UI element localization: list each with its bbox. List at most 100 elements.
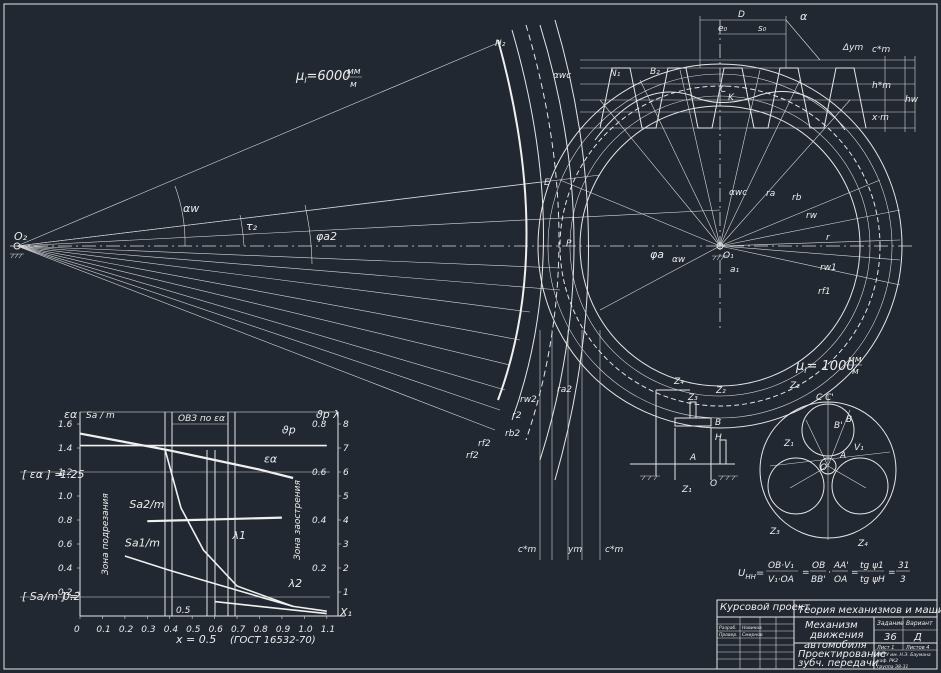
ratio-formula: UHH= OB·V₁ V₁·OA = OB BB' · AA' OA = tg … <box>738 561 910 585</box>
label-p: P <box>566 239 572 249</box>
label-alpha-w1: αw <box>672 255 686 265</box>
y-tick-label: 1.6 <box>58 420 73 430</box>
label-cm-bottom2: c*m <box>605 545 623 555</box>
label-rw: rw <box>806 211 818 221</box>
y-tick-label: 1.0 <box>58 492 73 502</box>
pl-b: B <box>846 415 852 425</box>
series-line <box>147 516 282 523</box>
pl-a: A <box>839 451 846 461</box>
label-cm-top: c*m <box>872 45 890 55</box>
sam-bracket-label: [ Sa/m ] = <box>22 590 78 603</box>
tb-variant: Д <box>913 632 922 643</box>
chart-x-axis-title: X₁ <box>339 606 352 619</box>
tb-sheet-title1: Проектирование <box>798 649 886 660</box>
series-label: Sa2/m <box>129 498 164 511</box>
y-right-inner-tick-label: 1 <box>343 588 349 598</box>
y-right-tick-label: 0.4 <box>312 516 327 526</box>
label-a1: a₁ <box>730 265 740 275</box>
label-phi-a2: φa2 <box>316 230 337 243</box>
x-tick-label: 0.3 <box>141 625 156 635</box>
pl-z3: Z₃ <box>769 527 780 537</box>
label-alpha-w: αw <box>183 202 199 215</box>
series-line <box>214 600 327 615</box>
label-alpha-wc: αwc <box>729 188 747 198</box>
mech-a: A <box>689 453 696 463</box>
x-chosen-tick: 0.5 <box>176 606 191 616</box>
arc-phi-a2 <box>304 204 313 265</box>
formula-f3-den: OA <box>834 575 847 585</box>
label-phi-a1: φa <box>650 248 664 261</box>
y-tick-label: 0.8 <box>58 516 73 526</box>
chart-left-axis-title2: Sa / m <box>86 411 115 421</box>
zone-right-label: Зона заострения <box>293 479 303 560</box>
tb-variant-label: Вариант <box>906 620 933 627</box>
label-r1: r <box>826 233 831 243</box>
x-tick-label: 0.9 <box>276 625 291 635</box>
rack-construction <box>580 16 916 141</box>
tb-checked: Провер. <box>719 632 738 638</box>
label-rb2: rb2 <box>505 429 520 439</box>
label-alpha: α <box>800 10 808 23</box>
label-alpha-wc-top: αwc <box>553 71 571 81</box>
tb-topic1: Механизм <box>805 620 858 631</box>
title-block: Курсовой проект Теория механизмов и маши… <box>716 599 941 670</box>
label-eo: e₀ <box>718 24 728 34</box>
label-d: D <box>738 10 745 20</box>
label-rf2-b: rf2 <box>466 451 479 461</box>
gear-diagram: O₂ αw τ₂ φa2 <box>10 10 919 560</box>
sheet-frame <box>3 3 938 670</box>
y-tick-label: 1.2 <box>58 468 73 478</box>
tb-org3: группа Э8-31 <box>877 664 908 670</box>
y-tick-label: 0.4 <box>58 564 73 574</box>
x-tick-label: 0.5 <box>186 625 201 635</box>
label-e: E <box>544 178 550 188</box>
mechanism-scheme: Z₄ Z₂ Z₃ B H A O Z₁ <box>630 377 738 495</box>
tb-designed: Разраб. <box>719 625 737 631</box>
tb-sheets: Листов 4 <box>905 645 929 651</box>
x-tick-label: 0.4 <box>164 625 179 635</box>
mech-o: O <box>710 479 717 489</box>
label-hw: hw <box>905 95 919 105</box>
y-right-inner-tick-label: 3 <box>343 540 349 550</box>
pl-o: O <box>820 463 827 473</box>
y-right-inner-tick-label: 7 <box>343 444 349 454</box>
label-dym: Δym <box>842 43 863 53</box>
label-tau2: τ₂ <box>246 220 258 233</box>
svg-text:=: = <box>851 568 859 578</box>
mech-h: H <box>715 433 722 443</box>
label-n1: N₁ <box>610 69 621 79</box>
series-label: Sa1/m <box>125 536 160 549</box>
label-ovz: ОВЗ по εα <box>178 414 225 424</box>
gost-label: (ГОСТ 16532-70) <box>230 635 316 646</box>
pl-z4: Z₄ <box>857 539 868 549</box>
arc-tau2 <box>239 214 245 247</box>
formula-f2-num: OB <box>812 561 825 571</box>
mech-z4: Z₄ <box>673 377 684 387</box>
series-line <box>79 432 294 480</box>
chart-left-axis-title: εα <box>64 408 78 421</box>
label-ra: ra <box>766 189 775 199</box>
tb-task: 36 <box>884 632 897 643</box>
y-right-tick-label: 0.2 <box>312 564 327 574</box>
formula-f4-num: tg ψ1 <box>860 561 884 571</box>
sam-bracket-value: 0.2 <box>63 590 81 603</box>
label-cm-bottom: c*m <box>518 545 536 555</box>
x-tick-label: 1.1 <box>321 625 335 635</box>
label-k: K <box>728 93 735 103</box>
mech-z2: Z₂ <box>715 386 726 396</box>
x-tick-label: 0.7 <box>231 625 246 635</box>
formula-f1-den: V₁·OA <box>768 575 794 585</box>
tb-org2: каф. РК2 <box>877 658 898 664</box>
label-so: s₀ <box>758 24 767 34</box>
series-line <box>124 555 294 608</box>
y-tick-label: 1.4 <box>58 444 73 454</box>
ground-hatch-o2 <box>10 253 24 259</box>
label-rw1: rw1 <box>820 263 837 273</box>
label-rw2: rw2 <box>520 395 537 405</box>
label-b2: B₂ <box>650 67 660 77</box>
formula-f2-den: BB' <box>811 575 826 585</box>
arc-alpha-w <box>174 185 186 247</box>
y-right-inner-tick-label: 4 <box>343 516 349 526</box>
tb-checked-name: Смирнов <box>742 632 763 638</box>
